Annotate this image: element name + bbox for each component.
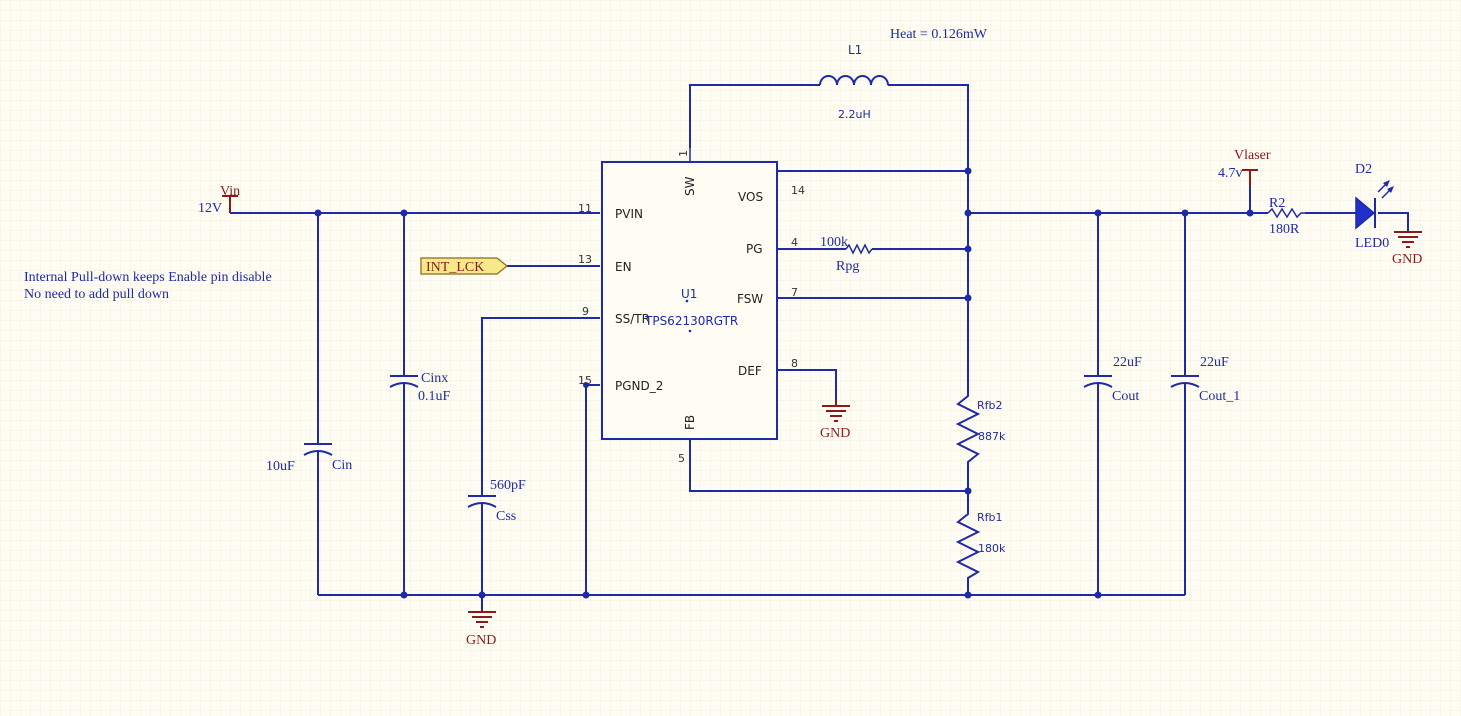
pin-name-pvin: PVIN (615, 207, 643, 221)
pin-num-vos: 14 (791, 184, 805, 197)
pin-num-pgnd: 15 (578, 374, 592, 387)
cout1-value: 22uF (1200, 355, 1229, 370)
gnd-symbol-def: GND (820, 400, 850, 441)
led-value: LED0 (1355, 236, 1389, 251)
led-ref: D2 (1355, 162, 1372, 177)
vin-net: Vin (220, 184, 240, 199)
capacitor-cout: 22uF Cout (1083, 355, 1142, 404)
pin-name-pg: PG (746, 242, 763, 256)
inductor-value: 2.2uH (838, 108, 871, 121)
cinx-value: 0.1uF (418, 389, 451, 404)
capacitor-cin: 10uF Cin (266, 443, 352, 474)
vlaser-net: Vlaser (1234, 148, 1271, 163)
pin-num-sw: 1 (677, 150, 690, 157)
pin-name-vos: VOS (738, 190, 763, 204)
junction-dots (314, 167, 1254, 599)
css-ref: Css (496, 509, 516, 524)
vlaser-port: Vlaser 4.7v (1218, 148, 1271, 186)
ic-u1: 11 13 9 15 14 4 7 8 1 5 PVIN EN SS/TR PG… (578, 148, 805, 465)
resistor-r2: R2 180R (1267, 196, 1305, 237)
rfb2-value: 887k (978, 430, 1006, 443)
pin-num-en: 13 (578, 253, 592, 266)
gnd-label-main: GND (466, 633, 496, 648)
note-line-1: Internal Pull-down keeps Enable pin disa… (24, 270, 272, 285)
rpg-ref: Rpg (836, 259, 859, 274)
int-lck-label: INT_LCK (426, 260, 484, 275)
pin-name-sw: SW (683, 176, 697, 196)
cinx-ref: Cinx (421, 371, 448, 386)
pin-num-fb: 5 (678, 452, 685, 465)
gnd-symbol-led: GND (1392, 231, 1422, 267)
pin-num-pvin: 11 (578, 202, 592, 215)
gnd-label-def: GND (820, 426, 850, 441)
inductor-ref: L1 (848, 43, 862, 57)
capacitor-cinx: Cinx 0.1uF (389, 371, 451, 404)
inductor-l1: L1 2.2uH (819, 43, 889, 121)
vlaser-value: 4.7v (1218, 166, 1243, 181)
cin-ref: Cin (332, 458, 352, 473)
heat-label: Heat = 0.126mW (890, 27, 988, 42)
gnd-symbol-css: GND (466, 610, 496, 648)
pin-num-ss: 9 (582, 305, 589, 318)
rfb1-ref: Rfb1 (977, 511, 1003, 524)
pin-name-def: DEF (738, 364, 762, 378)
ic-designator: U1 (681, 287, 697, 301)
cout1-ref: Cout_1 (1199, 389, 1240, 404)
pin-name-fb: FB (683, 415, 697, 430)
pin-name-fsw: FSW (737, 292, 763, 306)
pin-name-pgnd: PGND_2 (615, 379, 663, 393)
pin-num-fsw: 7 (791, 286, 798, 299)
int-lck-port: INT_LCK (420, 257, 508, 275)
resistor-rpg: 100k Rpg (820, 235, 873, 274)
pin-num-pg: 4 (791, 236, 798, 249)
pin-num-def: 8 (791, 357, 798, 370)
rfb1-value: 180k (978, 542, 1006, 555)
gnd-label-led: GND (1392, 252, 1422, 267)
rfb2-ref: Rfb2 (977, 399, 1003, 412)
wires (230, 84, 1409, 610)
ic-part: TPS62130RGTR (644, 314, 738, 328)
pin-name-sstr: SS/TR (615, 312, 650, 326)
vin-value: 12V (198, 201, 222, 216)
led-d2: D2 LED0 (1355, 162, 1394, 251)
capacitor-css: 560pF Css (467, 478, 526, 524)
r2-ref: R2 (1269, 196, 1285, 211)
resistor-rfb1: Rfb1 180k (955, 508, 1006, 580)
cout-ref: Cout (1112, 389, 1139, 404)
rpg-value: 100k (820, 235, 848, 250)
css-value: 560pF (490, 478, 526, 493)
vin-port: Vin 12V (198, 184, 240, 216)
pin-name-en: EN (615, 260, 632, 274)
cin-value: 10uF (266, 459, 295, 474)
capacitor-cout1: 22uF Cout_1 (1170, 355, 1240, 404)
r2-value: 180R (1269, 222, 1300, 237)
cout-value: 22uF (1113, 355, 1142, 370)
note-line-2: No need to add pull down (24, 287, 169, 302)
resistor-rfb2: Rfb2 887k (955, 388, 1006, 466)
